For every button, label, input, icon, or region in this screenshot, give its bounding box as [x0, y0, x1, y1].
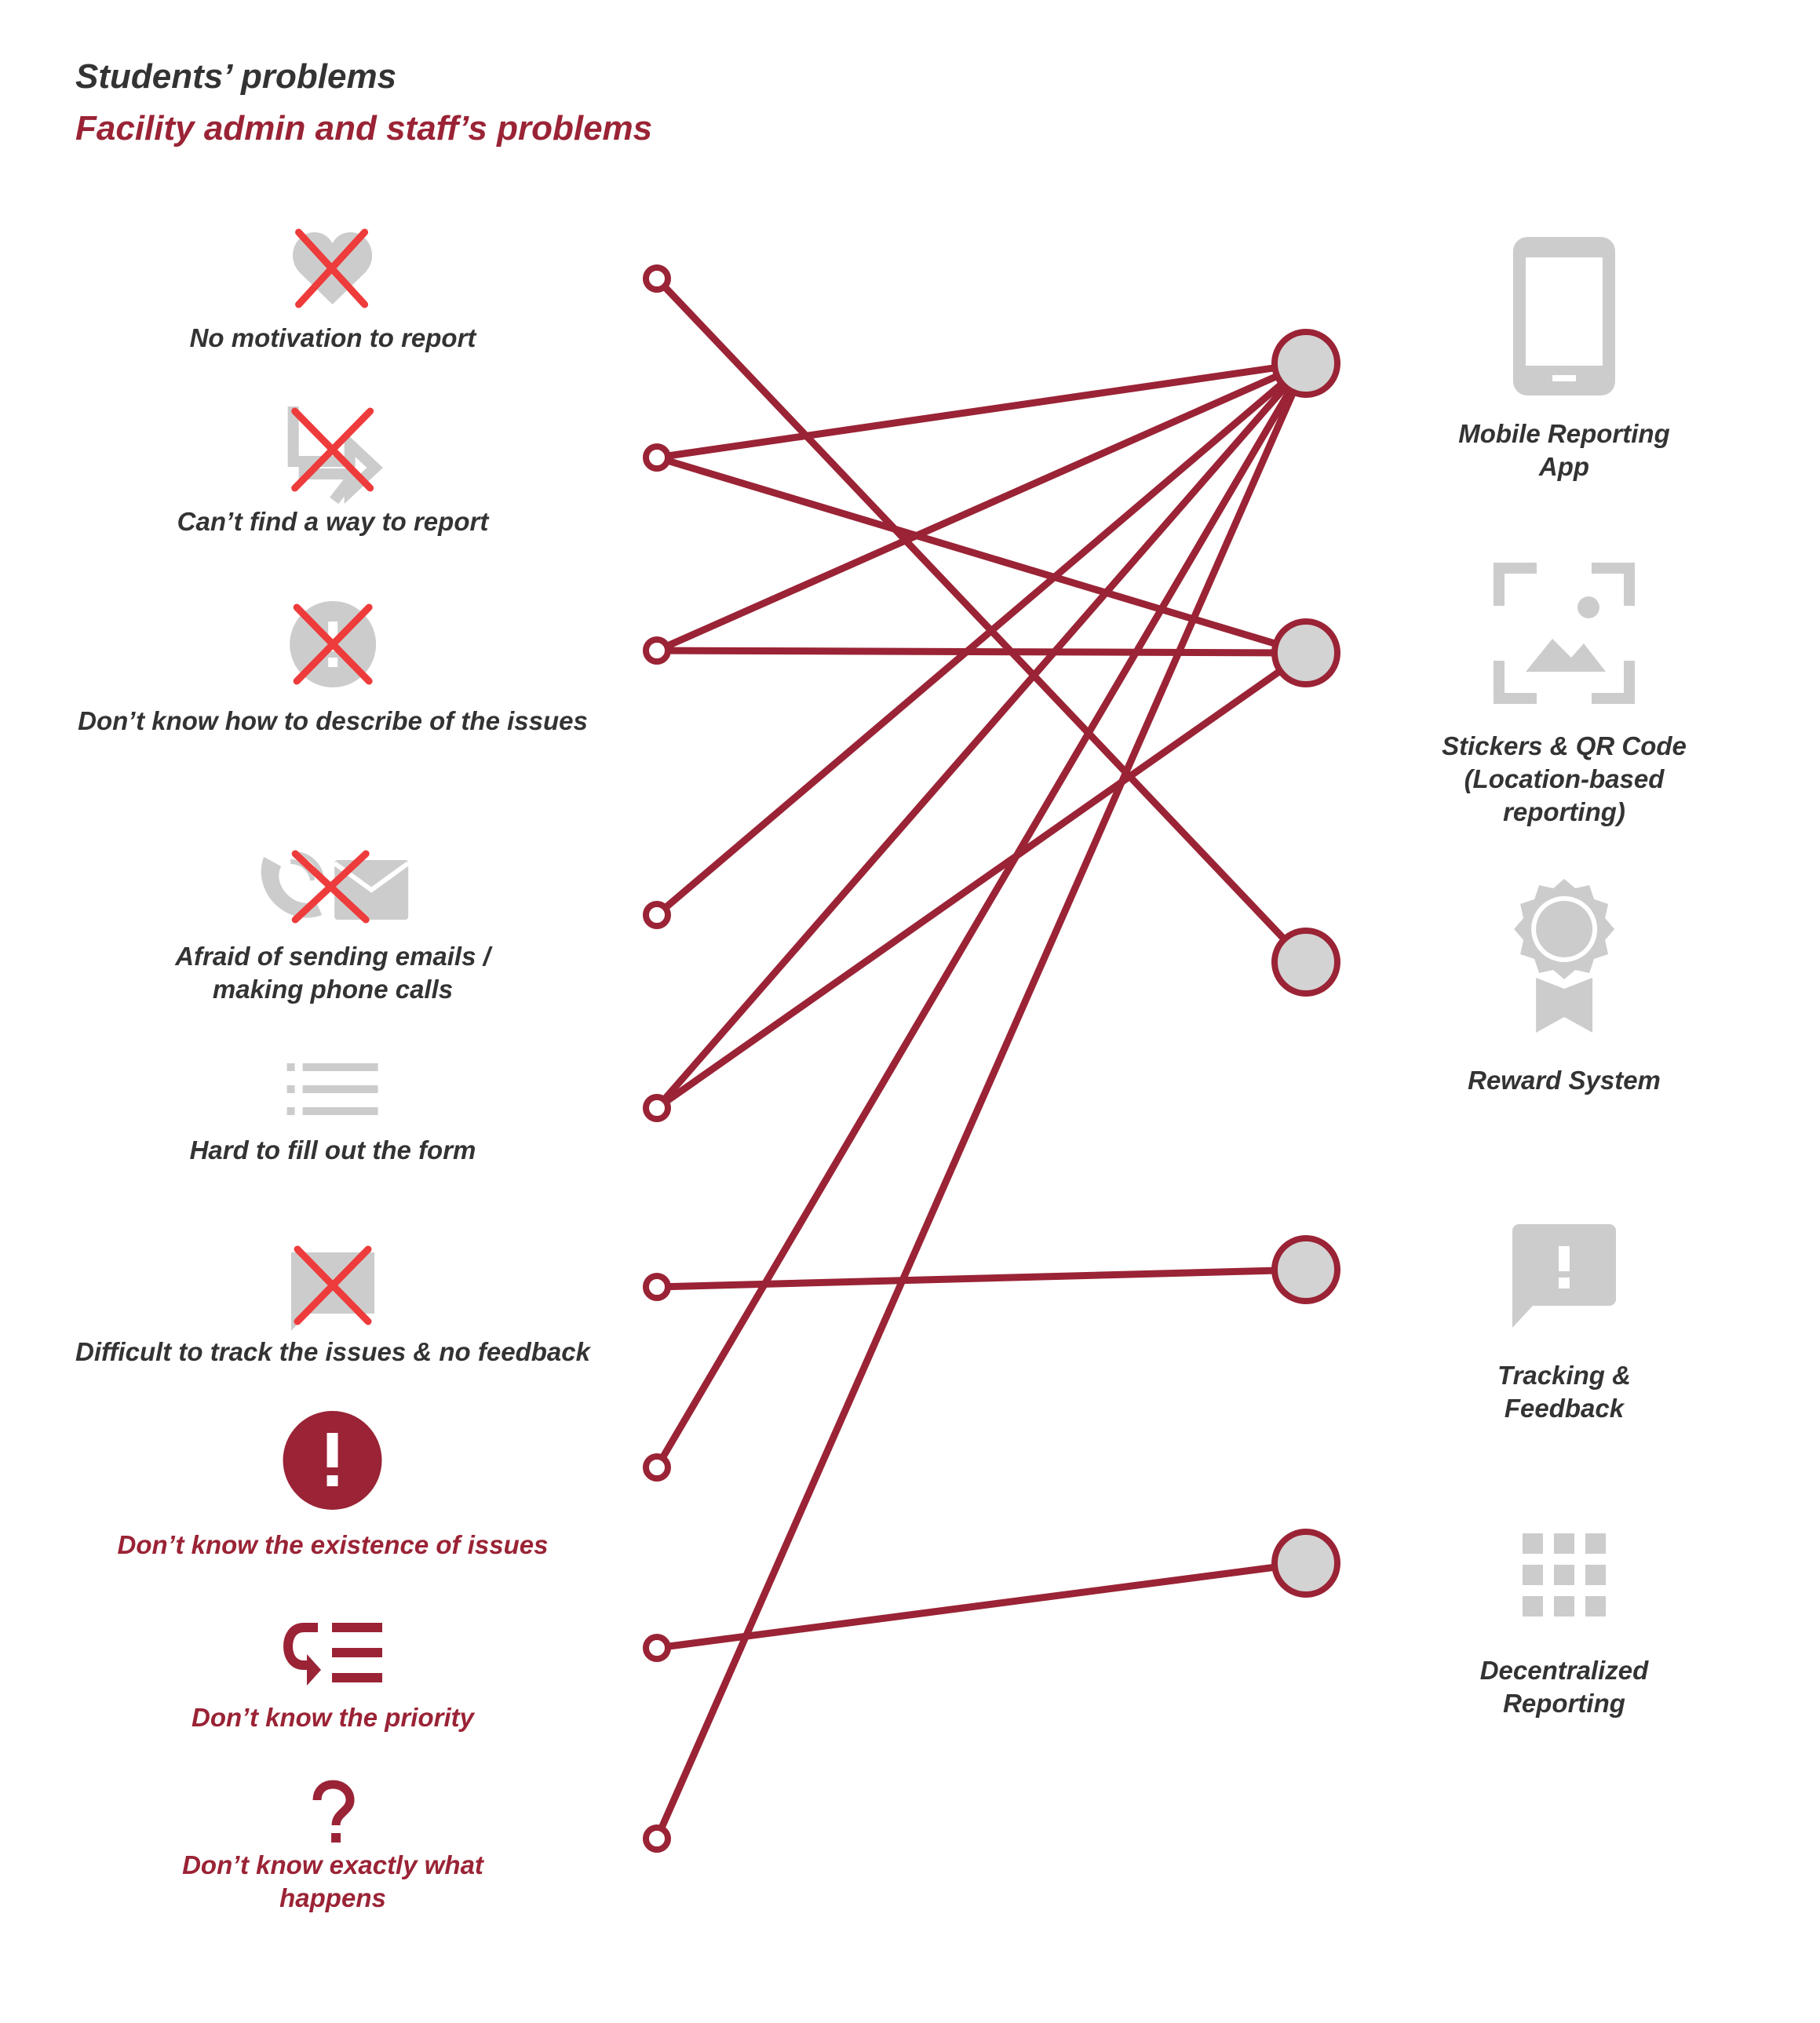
image-frame-icon	[1494, 563, 1635, 704]
priority-list-icon	[283, 1620, 382, 1687]
grid-icon	[1523, 1533, 1606, 1617]
connector-p4-s1	[655, 360, 1308, 918]
smartphone-icon	[1513, 237, 1615, 395]
problem-item-difficult-track: Difficult to track the issues & no feedb…	[75, 1245, 590, 1369]
solution-node-s2	[1271, 618, 1340, 687]
solution-item-stickers-qr: Stickers & QR Code (Location-based repor…	[1436, 563, 1692, 829]
connector-p1-s3	[654, 275, 1309, 965]
info-crossed-icon	[287, 601, 378, 687]
problem-node-p1	[643, 264, 671, 293]
problem-label: Hard to fill out the form	[189, 1135, 476, 1165]
problem-item-afraid-emails: Afraid of sending emails / making phone …	[175, 850, 491, 1006]
connector-p7-s1	[654, 361, 1309, 1470]
problem-node-p4	[643, 901, 671, 929]
solution-item-decentralized: Decentralized Reporting	[1436, 1533, 1692, 1720]
problem-label: Difficult to track the issues & no feedb…	[75, 1337, 590, 1366]
list-icon	[287, 1063, 378, 1115]
problem-item-hard-form: Hard to fill out the form	[190, 1063, 476, 1167]
solution-item-tracking-feedback: Tracking & Feedback	[1436, 1224, 1692, 1425]
problem-item-dont-know-existence: Don’t know the existence of issues	[117, 1411, 549, 1562]
solution-label: Stickers & QR Code (Location-based repor…	[1442, 731, 1687, 826]
problem-item-no-motivation: No motivation to report	[190, 226, 476, 355]
award-badge-icon	[1512, 879, 1616, 1033]
connector-p3-s1	[655, 359, 1308, 654]
message-crossed-icon	[291, 1245, 374, 1332]
problem-item-dont-know-describe: Don’t know how to describe of the issues	[78, 601, 588, 738]
legend-students: Students’ problems	[75, 57, 397, 96]
heart-crossed-icon	[290, 226, 376, 312]
problem-node-p3	[643, 636, 671, 665]
problem-label: No motivation to report	[189, 323, 476, 352]
alert-circle-icon	[283, 1411, 382, 1510]
problem-node-p7	[643, 1453, 671, 1482]
connector-p6-s4	[656, 1266, 1307, 1291]
solution-label: Reward System	[1468, 1066, 1661, 1095]
problem-node-p9	[643, 1824, 671, 1853]
solution-node-s3	[1271, 928, 1340, 997]
solution-item-mobile-app: Mobile Reporting App	[1436, 237, 1692, 483]
problem-label: Don’t know how to describe of the issues	[78, 706, 588, 735]
connector-p5-s1	[654, 361, 1309, 1110]
solution-node-s1	[1271, 329, 1340, 398]
solution-node-s4	[1271, 1235, 1340, 1304]
problem-node-p8	[643, 1634, 671, 1662]
solution-label: Mobile Reporting App	[1458, 419, 1670, 481]
connector-p2-s1	[656, 359, 1307, 461]
solution-label: Tracking & Feedback	[1497, 1361, 1631, 1423]
connector-p3-s2	[656, 647, 1307, 657]
problem-label: Don’t know the priority	[191, 1703, 474, 1732]
problem-node-p6	[643, 1273, 671, 1301]
solution-label: Decentralized Reporting	[1479, 1656, 1649, 1718]
connector-p8-s5	[656, 1559, 1307, 1652]
connector-p9-s1	[653, 362, 1310, 1840]
direction-crossed-icon	[287, 400, 384, 505]
connector-p5-s2	[655, 650, 1308, 1111]
problem-item-cant-find-way: Can’t find a way to report	[177, 400, 489, 538]
problem-node-p5	[643, 1094, 671, 1122]
question-mark-icon	[309, 1780, 356, 1846]
phone-mail-crossed-icon	[256, 850, 410, 924]
problem-label: Don’t know the existence of issues	[117, 1530, 549, 1559]
solution-node-s5	[1271, 1529, 1340, 1598]
connector-p2-s2	[655, 454, 1308, 657]
problem-label: Afraid of sending emails / making phone …	[175, 942, 491, 1004]
legend-staff: Facility admin and staff’s problems	[75, 109, 653, 148]
problem-node-p2	[643, 443, 671, 472]
problem-label: Can’t find a way to report	[177, 507, 489, 536]
problem-label: Don’t know exactly what happens	[182, 1850, 483, 1912]
problem-item-dont-know-priority: Don’t know the priority	[191, 1620, 474, 1734]
problem-item-dont-know-what-happens: Don’t know exactly what happens	[182, 1780, 483, 1915]
feedback-message-icon	[1512, 1224, 1616, 1328]
solution-item-reward-system: Reward System	[1468, 879, 1661, 1097]
